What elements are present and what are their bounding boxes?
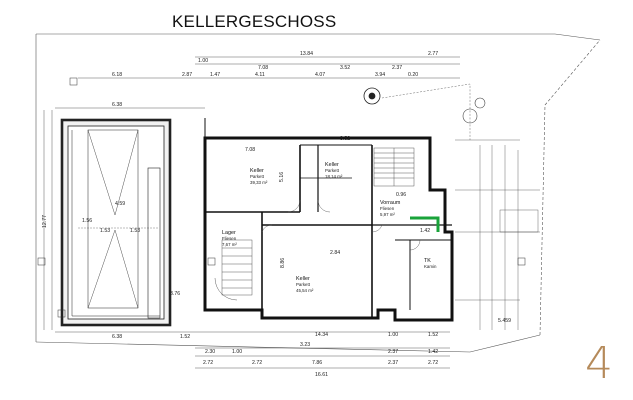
dimension-lines-bottom [55, 331, 450, 369]
dim-top-7: 2.87 [182, 72, 192, 78]
dim-bottom-13: 7.86 [312, 360, 322, 366]
dim-bottom-7: 1.00 [232, 349, 242, 355]
room-keller-1-area: 39,33 m² [250, 180, 268, 185]
dimension-lines-top [55, 56, 460, 109]
dim-top-11: 3.94 [375, 72, 385, 78]
dim-top-total: 13.84 [300, 51, 313, 57]
dim-pool-5: 3.76 [170, 291, 180, 297]
dim-left-width-top: 6.38 [112, 102, 122, 108]
room-keller-2-floor: Parkett [325, 168, 340, 173]
dim-top-10: 4.07 [315, 72, 325, 78]
room-lager: Lager Fliesen 7,67 m² [222, 230, 237, 247]
dim-top-4: 2.37 [392, 65, 402, 71]
dimension-lines-left [43, 110, 53, 330]
room-lager-name: Lager [222, 230, 236, 236]
room-vorraum: Vorraum Fliesen 5,97 m² [380, 200, 401, 217]
dim-inner-1: 7.08 [245, 147, 255, 153]
room-lager-floor: Fliesen [222, 236, 237, 241]
site-boundary [35, 33, 601, 353]
dim-pool-2: 4.59 [115, 201, 125, 207]
dim-inner-2: 3.52 [340, 136, 350, 142]
house-walls [203, 118, 454, 322]
dim-top-9: 4.11 [255, 72, 265, 78]
room-keller-2-area: 18,14 m² [325, 174, 343, 179]
room-vorraum-floor: Fliesen [380, 206, 395, 211]
dim-inner-7: 0.96 [396, 192, 406, 198]
dim-inner-4: 8.86 [280, 258, 286, 268]
room-keller-2: Keller Parkett 18,14 m² [325, 162, 343, 179]
dim-top-5: 2.77 [428, 51, 438, 57]
dim-top-2: 7.08 [258, 65, 268, 71]
dim-top-12: 0.20 [408, 72, 418, 78]
dim-bottom-2: 1.52 [180, 334, 190, 340]
tree-symbol [462, 97, 486, 124]
dim-bottom-14: 2.37 [388, 360, 398, 366]
dim-bottom-6: 2.30 [205, 349, 215, 355]
dim-bottom-total: 16.61 [315, 372, 328, 378]
dim-pool-4: 1.56 [82, 218, 92, 224]
dim-bottom-1: 6.38 [112, 334, 122, 340]
exterior-lines-right [381, 83, 540, 330]
room-keller-3-name: Keller [296, 276, 310, 282]
room-keller-1-floor: Parkett [250, 174, 265, 179]
dim-top-6: 6.18 [112, 72, 122, 78]
dim-top-1: 1.00 [198, 58, 208, 64]
room-kamin: TK Kamin [424, 258, 437, 269]
staircase-upper [373, 147, 415, 187]
dim-pool-3: 1.53 [130, 228, 140, 234]
dim-pool-1: 1.53 [100, 228, 110, 234]
staircase-lower [214, 239, 253, 301]
dim-inner-6: 1.42 [420, 228, 430, 234]
room-keller-3-area: 45,54 m² [296, 288, 314, 293]
dim-bottom-9: 2.37 [388, 349, 398, 355]
kamin-circle [363, 87, 381, 105]
dim-left-height: 12.77 [42, 215, 48, 228]
room-keller-2-name: Keller [325, 162, 339, 168]
room-lager-area: 7,67 m² [222, 242, 237, 247]
dim-top-3: 3.52 [340, 65, 350, 71]
dim-top-8: 1.47 [210, 72, 220, 78]
dim-bottom-10: 1.42 [428, 349, 438, 355]
dim-bottom-15: 2.72 [428, 360, 438, 366]
room-vorraum-name: Vorraum [380, 200, 401, 206]
room-vorraum-area: 5,97 m² [380, 212, 395, 217]
dim-bottom-4: 1.00 [388, 332, 398, 338]
dim-bottom-12: 2.72 [252, 360, 262, 366]
dim-inner-5: 2.84 [330, 250, 340, 256]
room-kamin-name: TK [424, 258, 431, 264]
room-kamin-floor: Kamin [424, 264, 437, 269]
room-keller-1-name: Keller [250, 168, 264, 174]
dim-bottom-11: 2.72 [203, 360, 213, 366]
dim-bottom-5: 1.52 [428, 332, 438, 338]
room-keller-1: Keller Parkett 39,33 m² [250, 168, 268, 185]
page-number: 4 [585, 338, 613, 389]
room-keller-3: Keller Parkett 45,54 m² [296, 276, 314, 293]
page-title: KELLERGESCHOSS [172, 12, 337, 31]
dim-right-height: 5.459 [498, 318, 511, 324]
pool-structure [60, 118, 172, 327]
green-highlight [410, 216, 440, 232]
dim-bottom-8: 3.23 [300, 342, 310, 348]
room-keller-3-floor: Parkett [296, 282, 311, 287]
dim-inner-3: 5.16 [279, 172, 285, 182]
door-swings [261, 199, 421, 251]
dim-bottom-3: 14.34 [315, 332, 328, 338]
grid-markers [37, 77, 526, 318]
